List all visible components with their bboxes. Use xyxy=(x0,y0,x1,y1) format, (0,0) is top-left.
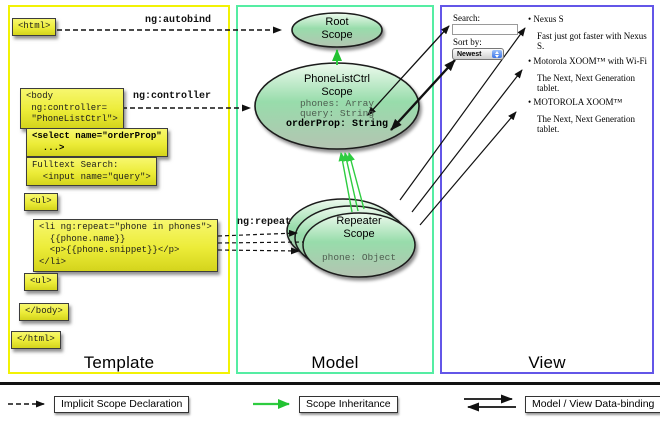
repeater-scope-ellipse-stack xyxy=(286,198,416,278)
body-close-tag-box: </body> xyxy=(19,303,69,321)
phone-prop: phone: Object xyxy=(321,252,397,263)
legend-data-binding: Model / View Data-binding xyxy=(525,396,660,413)
repeater-scope-title: Repeater Scope xyxy=(336,215,382,240)
repeater-binding-arrows xyxy=(399,27,526,226)
repeat-arrows xyxy=(217,229,304,255)
sort-dropdown-value: Newest xyxy=(457,51,482,58)
search-input[interactable] xyxy=(452,24,518,35)
sort-dropdown[interactable]: Newest xyxy=(452,48,504,60)
model-column-title: Model xyxy=(311,353,359,372)
root-scope-title: Root Scope xyxy=(321,16,353,41)
view-column-title: View xyxy=(528,353,566,372)
li-repeat-code-box: <li ng:repeat="phone in phones"> {{phone… xyxy=(33,219,218,272)
phone-item-title: Nexus S xyxy=(528,14,652,24)
dropdown-stepper-icon xyxy=(492,50,502,58)
repeater-inheritance-arrows xyxy=(338,152,365,213)
sort-by-label: Sort by: xyxy=(453,37,482,47)
phone-list-item: Nexus S Fast just got faster with Nexus … xyxy=(528,14,652,51)
orderprop-prop: orderProp: String xyxy=(285,119,389,130)
phone-list-item: MOTOROLA XOOM™ The Next, Next Generation… xyxy=(528,97,652,134)
legend-scope-inheritance: Scope Inheritance xyxy=(299,396,398,413)
html-open-tag-box: <html> xyxy=(12,18,57,36)
ul-close-tag-box: <ul> xyxy=(24,273,58,291)
body-open-tag-box: <body ng:controller= "PhoneListCtrl"> xyxy=(20,88,124,130)
phone-list-item: Motorola XOOM™ with Wi-Fi The Next, Next… xyxy=(528,56,652,93)
select-code-box: <select name="orderProp" ...> xyxy=(26,128,168,158)
legend-separator xyxy=(0,382,660,385)
orderprop-binding-arrow xyxy=(390,59,456,131)
repeat-label: ng:repeat xyxy=(237,217,292,228)
phone-item-desc: The Next, Next Generation tablet. xyxy=(537,114,635,134)
phones-prop: phones: Array xyxy=(299,98,375,109)
phone-item-desc: The Next, Next Generation tablet. xyxy=(537,73,635,93)
controller-label: ng:controller xyxy=(133,91,212,102)
legend-double-arrow xyxy=(464,394,516,412)
autobind-label: ng:autobind xyxy=(145,15,212,26)
phonelistctrl-scope-title: PhoneListCtrl Scope xyxy=(303,73,371,98)
query-prop: query: String xyxy=(299,108,375,119)
template-column-title: Template xyxy=(83,353,155,372)
html-close-tag-box: </html> xyxy=(11,331,61,349)
phone-item-desc: Fast just got faster with Nexus S. xyxy=(537,31,647,51)
phone-item-title: Motorola XOOM™ with Wi-Fi xyxy=(528,56,652,66)
fulltext-search-code-box: Fulltext Search: <input name="query"> xyxy=(26,157,157,187)
ul-open-tag-box: <ul> xyxy=(24,193,58,211)
phone-item-title: MOTOROLA XOOM™ xyxy=(528,97,652,107)
view-column: View xyxy=(440,5,654,374)
legend-implicit-scope: Implicit Scope Declaration xyxy=(54,396,190,413)
search-label: Search: xyxy=(453,13,480,23)
